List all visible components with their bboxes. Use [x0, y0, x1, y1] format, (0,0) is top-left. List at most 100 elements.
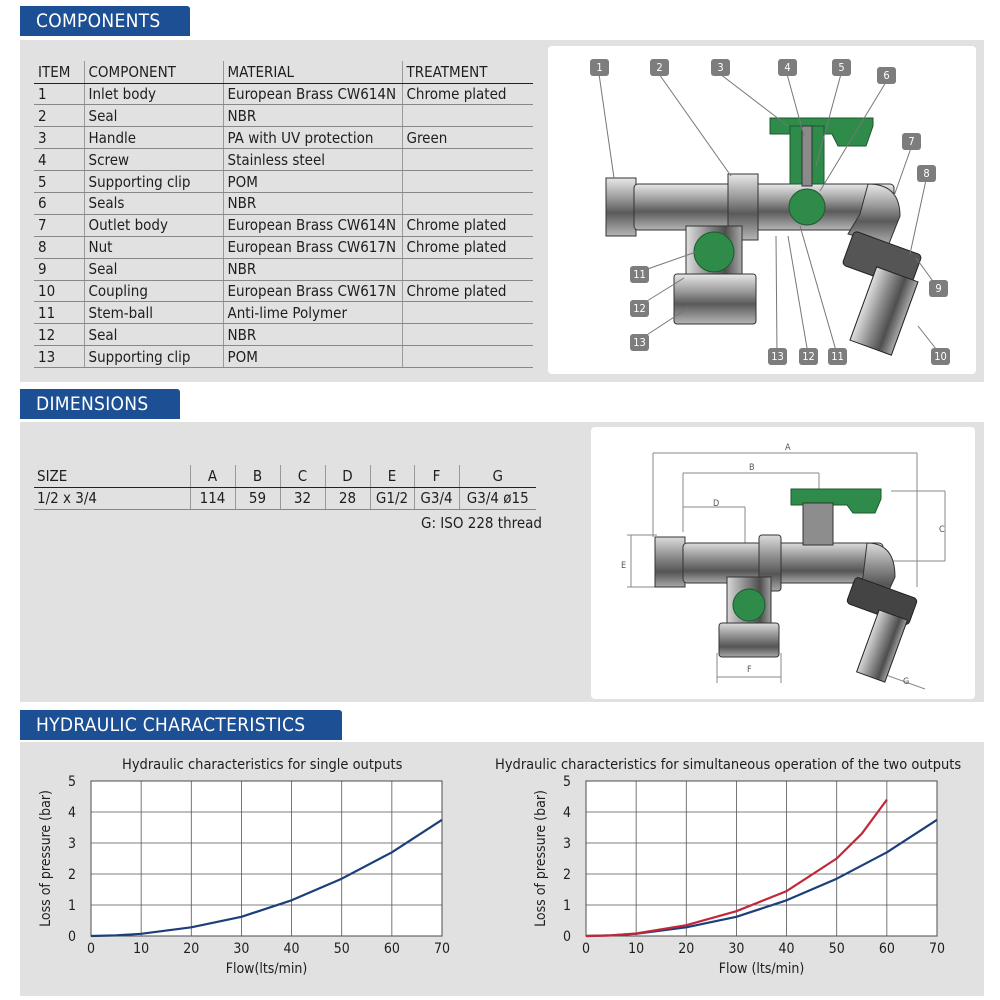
x-tick-label: 40: [779, 941, 795, 957]
callout-badge: 10: [931, 348, 950, 365]
component-name: Stem-ball: [83, 301, 223, 325]
dimension-letter-a: A: [785, 443, 791, 453]
treatment: [401, 170, 533, 193]
dimensions-table-header: SIZE A B C D E F G: [34, 465, 536, 488]
material: Anti-lime Polymer: [222, 301, 402, 325]
y-tick-label: 2: [68, 867, 76, 883]
treatment: Chrome plated: [401, 236, 533, 259]
callout-badge: 9: [929, 280, 948, 297]
item-number: 7: [34, 214, 84, 237]
plot-area: [90, 780, 443, 937]
treatment: Chrome plated: [401, 83, 533, 106]
dimensions-section-header: DIMENSIONS: [20, 389, 180, 419]
callout-badge: 8: [917, 165, 936, 182]
dim-c: 32: [279, 487, 325, 510]
header-treatment: TREATMENT: [401, 61, 533, 84]
item-number: 1: [34, 83, 84, 106]
dimension-letter-e: E: [621, 561, 627, 571]
item-number: 9: [34, 258, 84, 281]
component-name: Seal: [83, 258, 223, 281]
component-name: Screw: [83, 148, 223, 172]
x-tick-label: 70: [434, 941, 450, 957]
dim-header-c: C: [279, 465, 325, 488]
callout-badge: 7: [902, 133, 921, 150]
item-number: 6: [34, 192, 84, 215]
components-table-header: ITEM COMPONENT MATERIAL TREATMENT: [34, 61, 533, 84]
y-tick-label: 3: [563, 836, 571, 852]
treatment: [401, 148, 533, 172]
treatment: Chrome plated: [401, 214, 533, 237]
component-name: Coupling: [83, 280, 223, 303]
material: NBR: [222, 258, 402, 281]
chart-2-title: Hydraulic characteristics for simultaneo…: [495, 757, 962, 773]
y-axis-label: Loss of pressure (bar): [38, 790, 54, 927]
material: POM: [222, 345, 402, 369]
component-name: Nut: [83, 236, 223, 259]
item-number: 8: [34, 236, 84, 259]
dim-g: G3/4 ø15: [458, 487, 536, 510]
y-tick-label: 5: [563, 774, 571, 790]
material: European Brass CW614N: [222, 83, 402, 106]
callout-badge: 12: [630, 300, 649, 317]
x-tick-label: 50: [829, 941, 845, 957]
material: European Brass CW617N: [222, 280, 402, 303]
header-material: MATERIAL: [222, 61, 402, 84]
item-number: 10: [34, 280, 84, 303]
treatment: [401, 192, 533, 215]
dim-b: 59: [234, 487, 280, 510]
dim-header-e: E: [369, 465, 414, 488]
y-tick-label: 3: [68, 836, 76, 852]
callout-badge: 3: [711, 59, 730, 76]
callout-badge: 5: [832, 59, 851, 76]
component-name: Supporting clip: [83, 345, 223, 369]
item-number: 5: [34, 170, 84, 193]
callout-badge: 12: [799, 348, 818, 365]
callout-badge: 1: [590, 59, 609, 76]
chart-1-title: Hydraulic characteristics for single out…: [122, 757, 403, 773]
x-tick-label: 60: [384, 941, 400, 957]
y-axis-label: Loss of pressure (bar): [533, 790, 549, 927]
item-number: 2: [34, 104, 84, 128]
material: PA with UV protection: [222, 126, 402, 150]
item-number: 4: [34, 148, 84, 172]
treatment: [401, 301, 533, 325]
callout-badge: 13: [630, 334, 649, 351]
component-name: Inlet body: [83, 83, 223, 106]
dim-header-size: SIZE: [34, 465, 190, 488]
x-tick-label: 10: [628, 941, 644, 957]
dim-header-g: G: [458, 465, 536, 488]
callout-badge: 13: [768, 348, 787, 365]
component-name: Supporting clip: [83, 170, 223, 193]
x-tick-label: 50: [334, 941, 350, 957]
treatment: [401, 323, 533, 347]
dim-size: 1/2 x 3/4: [34, 487, 190, 510]
x-axis-label: Flow (lts/min): [719, 961, 805, 977]
item-number: 3: [34, 126, 84, 150]
dim-header-a: A: [189, 465, 235, 488]
header-component: COMPONENT: [83, 61, 223, 84]
dimension-letter-g: G: [903, 677, 910, 687]
material: NBR: [222, 323, 402, 347]
x-tick-label: 0: [582, 941, 590, 957]
x-tick-label: 0: [87, 941, 95, 957]
components-section-header: COMPONENTS: [20, 6, 190, 36]
item-number: 13: [34, 345, 84, 369]
y-tick-label: 4: [563, 805, 571, 821]
component-name: Handle: [83, 126, 223, 150]
series-line: [90, 818, 443, 938]
item-number: 11: [34, 301, 84, 325]
